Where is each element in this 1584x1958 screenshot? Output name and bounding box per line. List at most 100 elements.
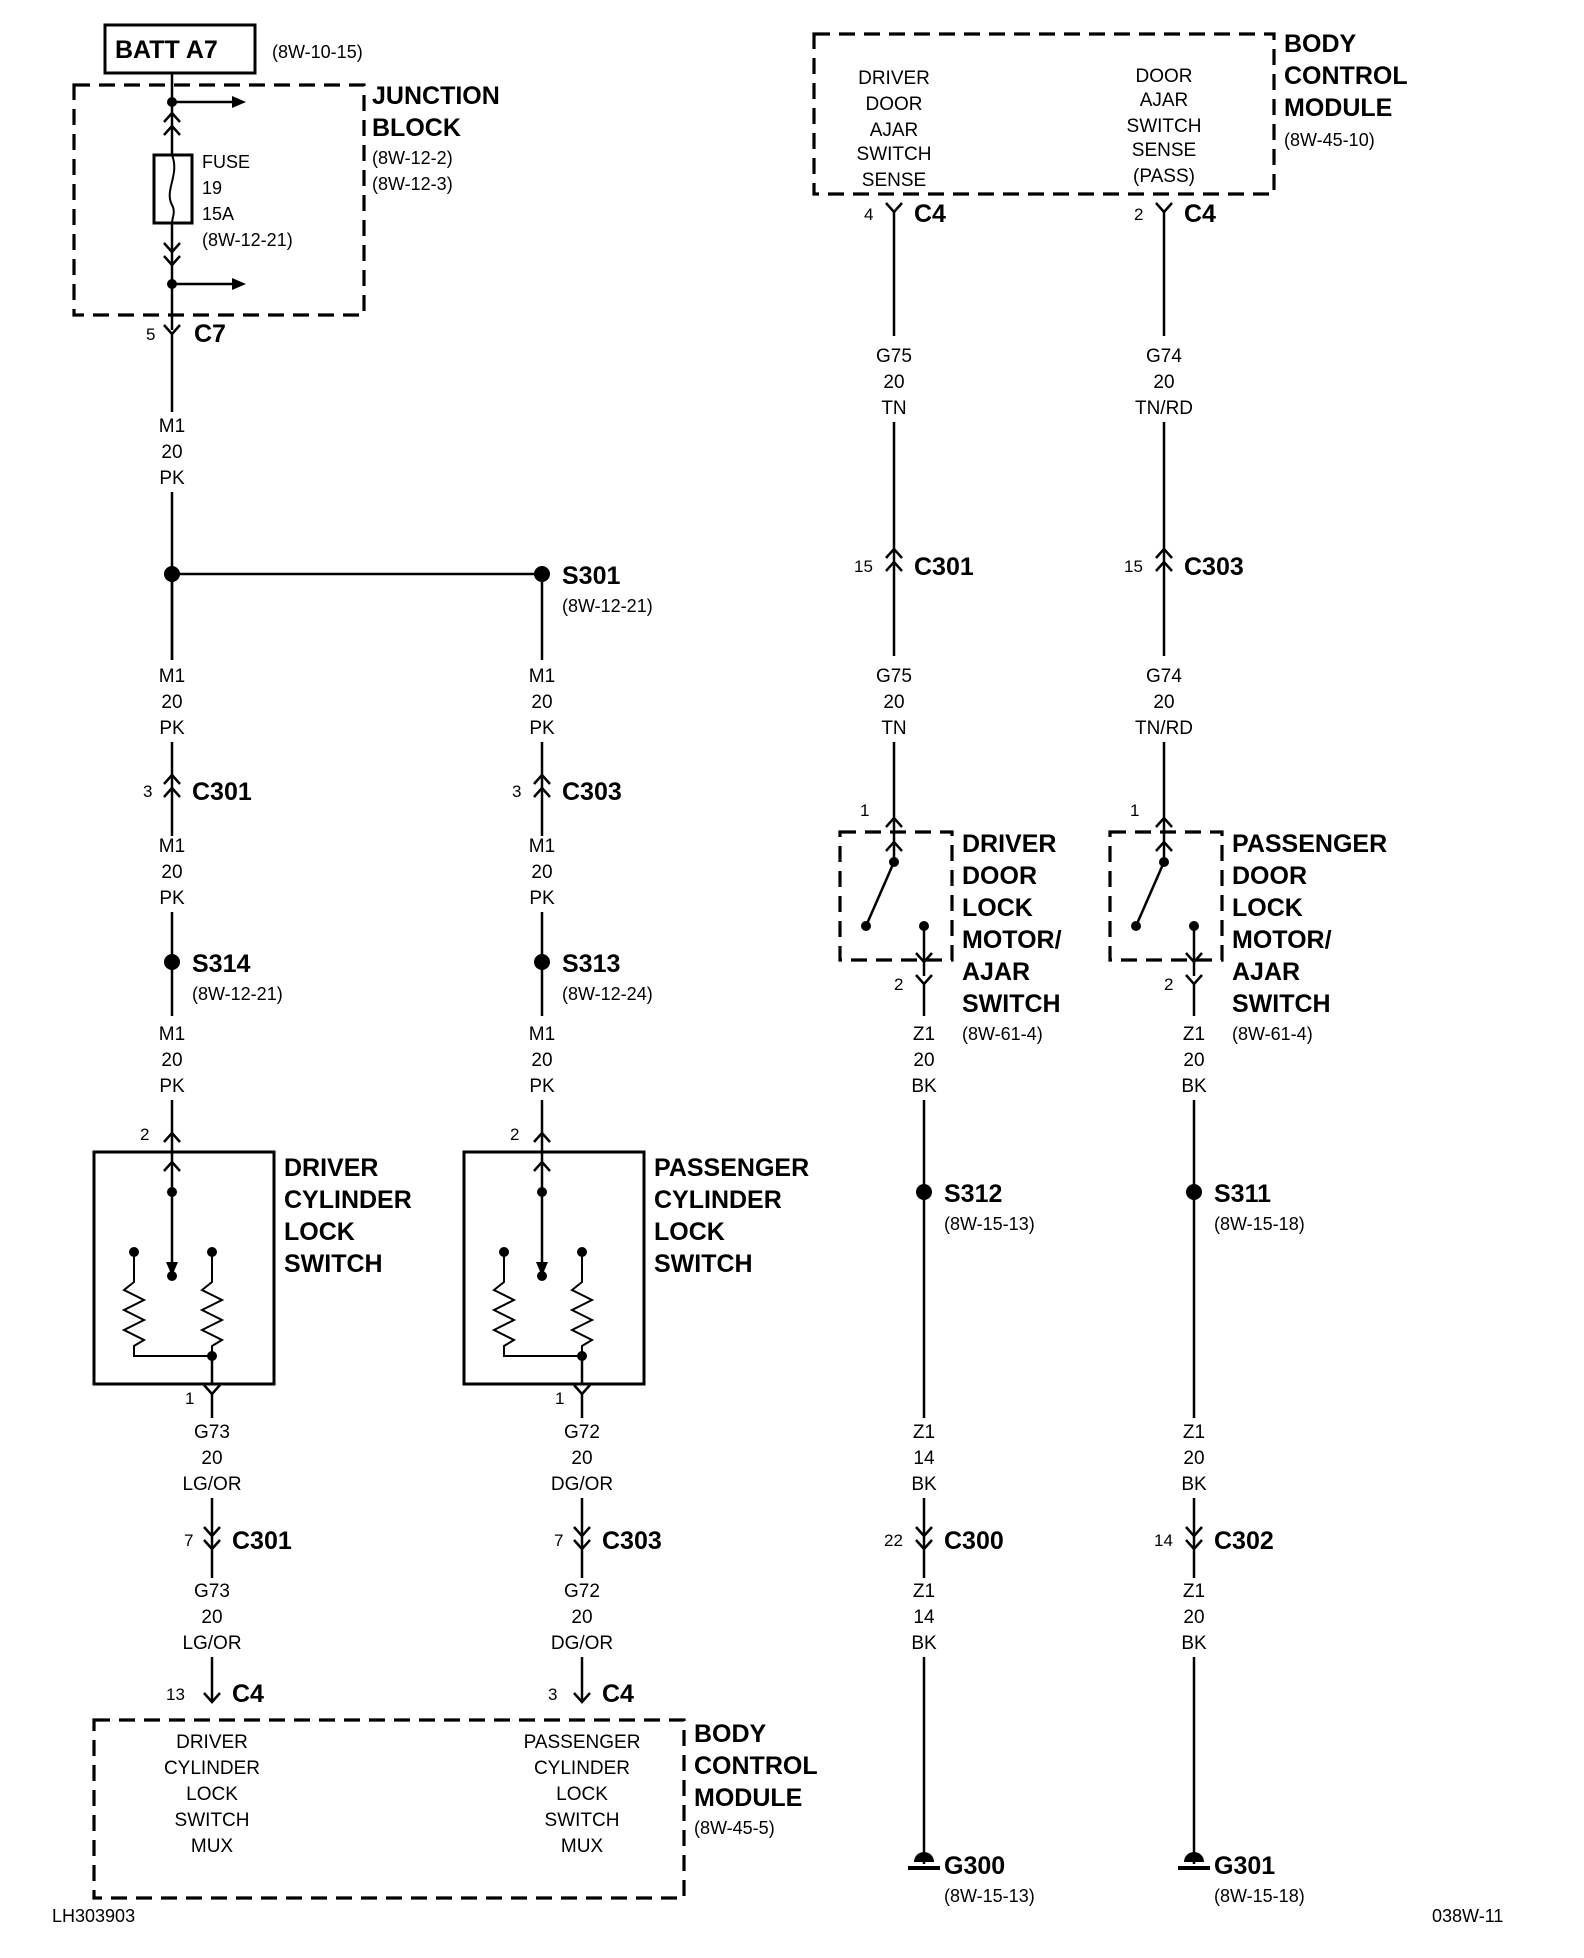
z1-passenger-ground-wire: Z1 20 BK S311 (8W-15-18) Z1 20 BK 14 C30… bbox=[1154, 984, 1305, 1864]
driver-cyl-title-2: CYLINDER bbox=[284, 1186, 412, 1214]
driver-ajar-title-5: AJAR bbox=[962, 958, 1030, 986]
wire-label: G72 bbox=[564, 1422, 600, 1443]
pass-ajar-title-3: LOCK bbox=[1232, 894, 1303, 922]
wire-label: 20 bbox=[161, 1050, 182, 1071]
wire-label: PK bbox=[529, 1076, 555, 1097]
driver-ajar-title-4: MOTOR/ bbox=[962, 926, 1062, 954]
passenger-door-ajar-switch: PASSENGER DOOR LOCK MOTOR/ AJAR SWITCH (… bbox=[1108, 826, 1387, 1044]
wire-label: Z1 bbox=[913, 1422, 935, 1443]
wire-label: PK bbox=[159, 468, 185, 489]
pass-ajar-title-2: DOOR bbox=[1232, 862, 1307, 890]
driver-cyl-title-3: LOCK bbox=[284, 1218, 355, 1246]
bcm-input-label: CYLINDER bbox=[164, 1758, 260, 1779]
wire-label: BK bbox=[911, 1633, 937, 1654]
bcm-bottom-title-1: BODY bbox=[694, 1720, 767, 1748]
wire-label: M1 bbox=[529, 666, 555, 687]
wire-label: Z1 bbox=[913, 1024, 935, 1045]
wire-label: 20 bbox=[531, 692, 552, 713]
wire-label: 14 bbox=[913, 1448, 935, 1469]
driver-door-ajar-switch: DRIVER DOOR LOCK MOTOR/ AJAR SWITCH (8W-… bbox=[838, 826, 1062, 1044]
s312-ref: (8W-15-13) bbox=[944, 1214, 1035, 1234]
wire-label: BK bbox=[1181, 1474, 1207, 1495]
wire-label: DG/OR bbox=[551, 1474, 613, 1495]
wire-label: BK bbox=[1181, 1076, 1207, 1097]
ground-g300: G300 (8W-15-13) bbox=[908, 1852, 1035, 1906]
c4-13-name: C4 bbox=[232, 1680, 264, 1708]
driver-cyl-title-1: DRIVER bbox=[284, 1154, 378, 1182]
s301-name: S301 bbox=[562, 562, 620, 590]
wire-label: 20 bbox=[1153, 692, 1174, 713]
bcm-top-title-3: MODULE bbox=[1284, 94, 1392, 122]
s313-name: S313 bbox=[562, 950, 620, 978]
c303-g74-name: C303 bbox=[1184, 553, 1244, 581]
fuse-label-4: (8W-12-21) bbox=[202, 230, 293, 250]
wire-label: M1 bbox=[159, 666, 185, 687]
wire-label: 20 bbox=[1183, 1050, 1204, 1071]
driver-ajar-ref: (8W-61-4) bbox=[962, 1024, 1043, 1044]
s314-ref: (8W-12-21) bbox=[192, 984, 283, 1004]
g300-ref: (8W-15-13) bbox=[944, 1886, 1035, 1906]
wire-label: 20 bbox=[201, 1448, 222, 1469]
footer-right-code: 038W-11 bbox=[1432, 1906, 1503, 1926]
junction-block-title-2: BLOCK bbox=[372, 114, 461, 142]
s314-name: S314 bbox=[192, 950, 250, 978]
bcm-input-label: DRIVER bbox=[858, 68, 930, 89]
wire-label: TN bbox=[881, 398, 906, 419]
junction-block-ref-2: (8W-12-3) bbox=[372, 174, 453, 194]
wire-label: 20 bbox=[1183, 1448, 1204, 1469]
c4-13-pin: 13 bbox=[166, 1685, 185, 1704]
wire-label: G73 bbox=[194, 1581, 230, 1602]
bcm-bottom-ref: (8W-45-5) bbox=[694, 1818, 775, 1838]
bcm-input-label: DOOR bbox=[866, 94, 923, 115]
bcm-bottom-title-3: MODULE bbox=[694, 1784, 802, 1812]
s311-name: S311 bbox=[1214, 1180, 1271, 1208]
c301-g73-pin: 7 bbox=[184, 1531, 193, 1550]
bcm-input-label: SWITCH bbox=[1127, 116, 1202, 137]
wire-label: M1 bbox=[159, 836, 185, 857]
junction-block-title-1: JUNCTION bbox=[372, 82, 500, 110]
bcm-input-label: LOCK bbox=[556, 1784, 608, 1805]
wire-label: TN bbox=[881, 718, 906, 739]
c4-2-name: C4 bbox=[1184, 200, 1216, 228]
bcm-input-label: AJAR bbox=[870, 120, 919, 141]
g301-ref: (8W-15-18) bbox=[1214, 1886, 1305, 1906]
pass-cyl-title-1: PASSENGER bbox=[654, 1154, 809, 1182]
wire-label: Z1 bbox=[1183, 1422, 1205, 1443]
driver-ajar-title-3: LOCK bbox=[962, 894, 1033, 922]
driver-ajar-title-1: DRIVER bbox=[962, 830, 1056, 858]
ajar-pin-top: 1 bbox=[860, 801, 869, 820]
cyl-pin-bottom: 1 bbox=[555, 1389, 564, 1408]
g300-name: G300 bbox=[944, 1852, 1005, 1880]
pass-cyl-title-2: CYLINDER bbox=[654, 1186, 782, 1214]
bcm-input-label: DRIVER bbox=[176, 1732, 248, 1753]
bcm-input-label: AJAR bbox=[1140, 90, 1189, 111]
c302-name: C302 bbox=[1214, 1527, 1274, 1555]
s312-name: S312 bbox=[944, 1180, 1002, 1208]
wire-label: G75 bbox=[876, 346, 912, 367]
bcm-input-label: DOOR bbox=[1136, 66, 1193, 87]
c303-pin: 3 bbox=[512, 782, 521, 801]
wire-label: 20 bbox=[161, 692, 182, 713]
c4-4-pin: 4 bbox=[864, 205, 873, 224]
battery-ref: (8W-10-15) bbox=[272, 42, 363, 62]
bcm-input-label: MUX bbox=[561, 1836, 604, 1857]
c300-pin: 22 bbox=[884, 1531, 903, 1550]
s311-ref: (8W-15-18) bbox=[1214, 1214, 1305, 1234]
wire-label: 20 bbox=[201, 1607, 222, 1628]
bcm-input-label: SWITCH bbox=[545, 1810, 620, 1831]
fuse-label-3: 15A bbox=[202, 204, 234, 224]
wire-label: LG/OR bbox=[182, 1474, 241, 1495]
passenger-cylinder-branch: M1 20 PK 3 C303 M1 20 PK S313 (8W-12-24)… bbox=[510, 582, 653, 1144]
wire-label: TN/RD bbox=[1135, 718, 1193, 739]
driver-cyl-title-4: SWITCH bbox=[284, 1250, 383, 1278]
wire-label: M1 bbox=[159, 1024, 185, 1045]
g74-wire: G74 20 TN/RD 15 C303 G74 20 TN/RD 1 bbox=[1124, 212, 1244, 829]
ajar-pin-top: 1 bbox=[1130, 801, 1139, 820]
g72-wire: G72 20 DG/OR 7 C303 G72 20 DG/OR 3 C4 bbox=[548, 1394, 662, 1708]
c303-name: C303 bbox=[562, 778, 622, 806]
pass-cyl-title-3: LOCK bbox=[654, 1218, 725, 1246]
driver-ajar-title-2: DOOR bbox=[962, 862, 1037, 890]
c7-name: C7 bbox=[194, 320, 226, 348]
bcm-top-title-2: CONTROL bbox=[1284, 62, 1408, 90]
